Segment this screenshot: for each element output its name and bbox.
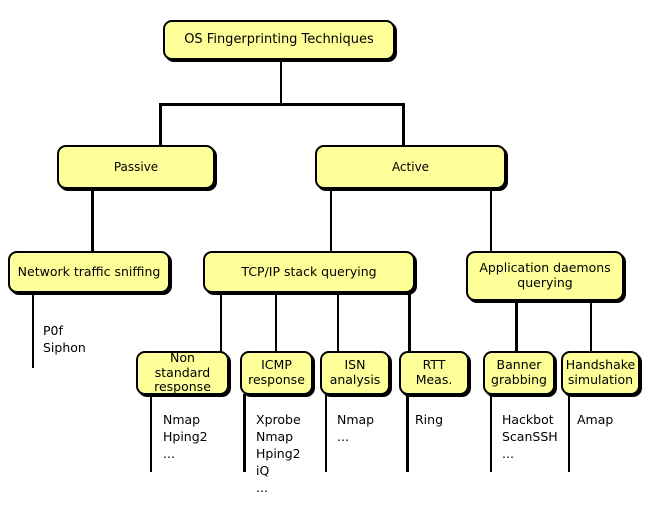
node-rtt-meas[interactable]: RTT Meas. [399,351,469,395]
edge-banner-to-tools [490,394,492,472]
edge-to-passive [159,103,162,146]
node-isn-analysis[interactable]: ISN analysis [320,351,390,395]
node-active[interactable]: Active [315,145,506,189]
node-icmp-response[interactable]: ICMP response [240,351,313,395]
node-root[interactable]: OS Fingerprinting Techniques [163,20,395,60]
leaf-list-icmp-tools: Xprobe Nmap Hping2 iQ ... [256,412,301,495]
leaf-list-isn-tools: Nmap ... [337,412,375,444]
edge-passive-to-sniffing [91,188,94,252]
edge-to-active [402,103,405,146]
edge-appdaemons-to-banner [515,300,518,352]
edge-active-to-appdaemons [490,188,492,252]
node-application-daemons-querying[interactable]: Application daemons querying [466,251,624,301]
edge-active-to-tcpip [330,188,332,252]
node-tcpip-stack-querying[interactable]: TCP/IP stack querying [203,251,415,293]
edge-sniffing-to-tools [32,292,34,368]
edge-icmp-to-tools [243,394,246,472]
leaf-list-sniffing-tools: P0f Siphon [43,323,86,355]
node-non-standard-response[interactable]: Non standard response [136,350,229,395]
edge-tcpip-to-isn [337,292,339,352]
edge-appdaemons-to-handshake [590,300,592,352]
edge-handshake-to-tools [568,394,570,472]
node-handshake-simulation[interactable]: Handshake simulation [561,351,640,395]
node-passive[interactable]: Passive [57,145,215,189]
edge-split-bar-level1 [159,103,405,106]
edge-tcpip-to-icmp [275,292,277,352]
node-banner-grabbing[interactable]: Banner grabbing [483,351,555,395]
leaf-list-non-standard-tools: Nmap Hping2 ... [163,412,208,461]
edge-tcpip-to-non-standard [220,292,222,352]
leaf-list-handshake-tools: Amap [577,412,614,427]
edge-rtt-to-tools [406,394,409,472]
leaf-list-rtt-tools: Ring [415,412,444,427]
leaf-list-banner-tools: Hackbot ScanSSH ... [502,412,558,461]
node-network-traffic-sniffing[interactable]: Network traffic sniffing [8,251,170,293]
edge-tcpip-to-rtt [408,292,411,352]
edge-non-standard-to-tools [150,394,152,472]
edge-isn-to-tools [325,394,327,472]
edge-root-trunk [280,59,282,105]
